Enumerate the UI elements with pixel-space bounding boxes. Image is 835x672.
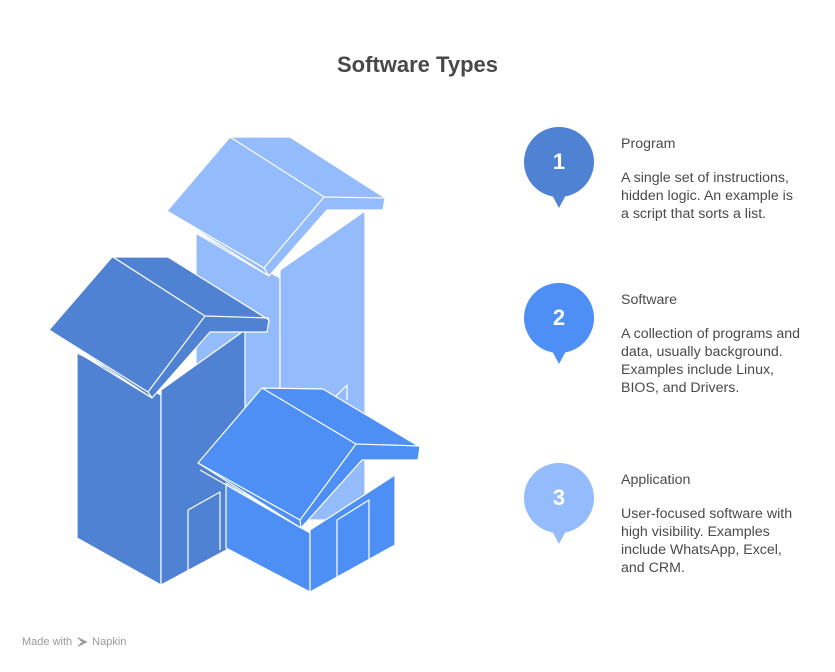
brand-name: Napkin xyxy=(92,636,127,648)
marker-number: 3 xyxy=(552,485,566,510)
application-house xyxy=(197,387,421,593)
napkin-logo-icon xyxy=(77,637,88,647)
footer-attribution[interactable]: Made with Napkin xyxy=(22,636,126,648)
page-title: Software Types xyxy=(337,52,498,77)
item-description: A collection of programs and data, usual… xyxy=(621,326,801,396)
marker-number: 2 xyxy=(552,305,566,330)
marker-1: 1 xyxy=(524,127,594,208)
item-description: User-focused software with high visibili… xyxy=(621,506,793,576)
marker-3: 3 xyxy=(524,463,594,544)
made-with-label: Made with xyxy=(22,636,73,648)
marker-number: 1 xyxy=(552,149,566,174)
item-application: Application User-focused software with h… xyxy=(621,471,801,577)
item-description: A single set of instructions, hidden log… xyxy=(621,170,793,222)
item-title: Software xyxy=(621,292,677,308)
item-title: Program xyxy=(621,136,676,152)
item-title: Application xyxy=(621,472,691,488)
map-pin-icon xyxy=(524,463,594,544)
map-pin-icon xyxy=(524,283,594,364)
marker-2: 2 xyxy=(524,283,594,364)
item-program: Program A single set of instructions, hi… xyxy=(621,135,801,223)
map-pin-icon xyxy=(524,127,594,208)
item-software: Software A collection of programs and da… xyxy=(621,291,801,397)
